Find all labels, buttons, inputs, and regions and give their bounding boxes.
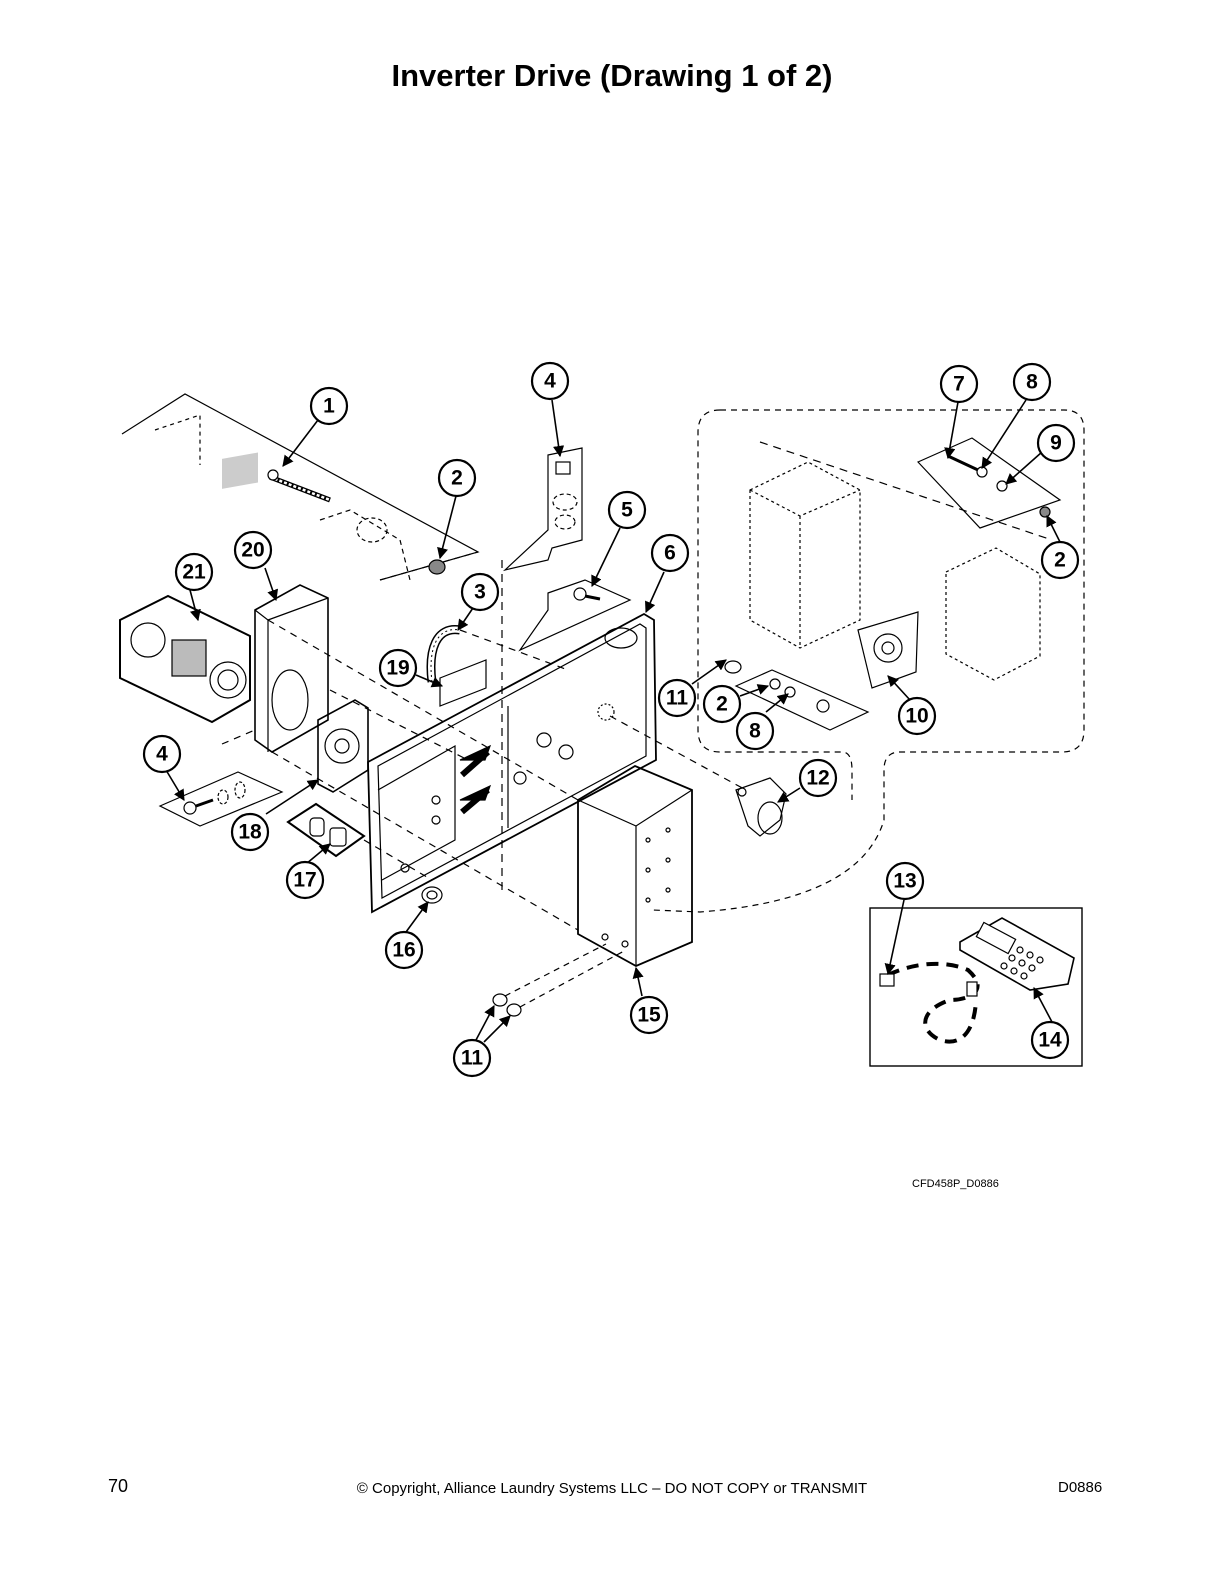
callout-label: 2 bbox=[716, 693, 728, 716]
hose bbox=[426, 625, 461, 683]
callout-1: 1 bbox=[309, 386, 349, 426]
callout-13: 13 bbox=[885, 861, 925, 901]
document-code: D0886 bbox=[1058, 1479, 1103, 1496]
callout-label: 11 bbox=[666, 687, 689, 710]
callout-18: 18 bbox=[230, 812, 270, 852]
drive-module bbox=[724, 437, 1062, 731]
callout-19: 19 bbox=[378, 648, 418, 688]
callout-label: 12 bbox=[806, 767, 829, 790]
callout-17: 17 bbox=[285, 860, 325, 900]
callout-label: 11 bbox=[461, 1047, 484, 1070]
callout-8-top: 8 bbox=[1012, 362, 1052, 402]
callout-9: 9 bbox=[1036, 423, 1076, 463]
page-number: 70 bbox=[108, 1476, 129, 1496]
fan-guard-assembly bbox=[119, 594, 251, 724]
callout-label: 8 bbox=[1026, 371, 1038, 394]
top-left-bracket-panel bbox=[121, 393, 480, 581]
duct-housing bbox=[254, 584, 329, 753]
lower-bracket-plate bbox=[158, 771, 284, 827]
callout-label: 2 bbox=[1054, 549, 1066, 572]
copyright-notice: © Copyright, Alliance Laundry Systems LL… bbox=[356, 1480, 868, 1497]
callout-16: 16 bbox=[384, 930, 424, 970]
callout-15: 15 bbox=[629, 995, 669, 1035]
cable-fitting bbox=[286, 802, 366, 858]
callout-label: 21 bbox=[182, 561, 206, 584]
drawing-id: CFD458P_D0886 bbox=[912, 1178, 999, 1190]
callout-label: 1 bbox=[323, 395, 335, 418]
callout-14: 14 bbox=[1030, 1020, 1070, 1060]
callout-4-left: 4 bbox=[142, 734, 182, 774]
callout-label: 5 bbox=[621, 499, 633, 522]
callout-label: 9 bbox=[1050, 432, 1062, 455]
callout-label: 17 bbox=[293, 869, 316, 892]
callout-label: 8 bbox=[749, 720, 761, 743]
warning-label bbox=[439, 659, 487, 707]
callout-label: 15 bbox=[637, 1004, 661, 1027]
callout-label: 6 bbox=[664, 542, 676, 565]
grommet bbox=[421, 886, 443, 904]
callout-label: 19 bbox=[386, 657, 409, 680]
callout-20: 20 bbox=[233, 530, 273, 570]
callout-3: 3 bbox=[460, 572, 500, 612]
upper-bracket-plate bbox=[501, 447, 583, 890]
callout-label: 18 bbox=[238, 821, 262, 844]
lower-plugs bbox=[492, 943, 627, 1017]
keypad-inset bbox=[869, 907, 1083, 1067]
callout-label: 16 bbox=[392, 939, 415, 962]
main-mounting-panel bbox=[367, 612, 657, 914]
callout-label: 13 bbox=[893, 870, 916, 893]
callout-7: 7 bbox=[939, 364, 979, 404]
callout-2-mid: 2 bbox=[702, 684, 742, 724]
screw-plate bbox=[518, 579, 632, 652]
callout-label: 20 bbox=[241, 539, 264, 562]
callout-label: 2 bbox=[451, 467, 463, 490]
callout-11-bottom: 11 bbox=[452, 1038, 492, 1078]
callout-2: 2 bbox=[437, 458, 477, 498]
callout-8-mid: 8 bbox=[735, 711, 775, 751]
callout-2-right: 2 bbox=[1040, 540, 1080, 580]
callout-11-right: 11 bbox=[657, 678, 697, 718]
callout-10: 10 bbox=[897, 696, 937, 736]
callout-label: 10 bbox=[905, 705, 928, 728]
callout-label: 4 bbox=[544, 370, 556, 393]
callout-5: 5 bbox=[607, 490, 647, 530]
callout-21: 21 bbox=[174, 552, 214, 592]
callout-label: 7 bbox=[953, 373, 965, 396]
callout-label: 3 bbox=[474, 581, 486, 604]
callout-4-top: 4 bbox=[530, 361, 570, 401]
callout-12: 12 bbox=[798, 758, 838, 798]
page-title: Inverter Drive (Drawing 1 of 2) bbox=[391, 58, 833, 93]
detail-boundary bbox=[651, 409, 1085, 913]
inverter-enclosure bbox=[577, 764, 693, 968]
line-filter bbox=[735, 777, 787, 837]
explode-lines bbox=[221, 619, 747, 931]
callout-label: 4 bbox=[156, 743, 168, 766]
leader-lines bbox=[165, 399, 1061, 1043]
callout-6: 6 bbox=[650, 533, 690, 573]
cooling-fan bbox=[317, 699, 369, 793]
line-art bbox=[119, 393, 1085, 1067]
callout-label: 14 bbox=[1038, 1029, 1062, 1052]
